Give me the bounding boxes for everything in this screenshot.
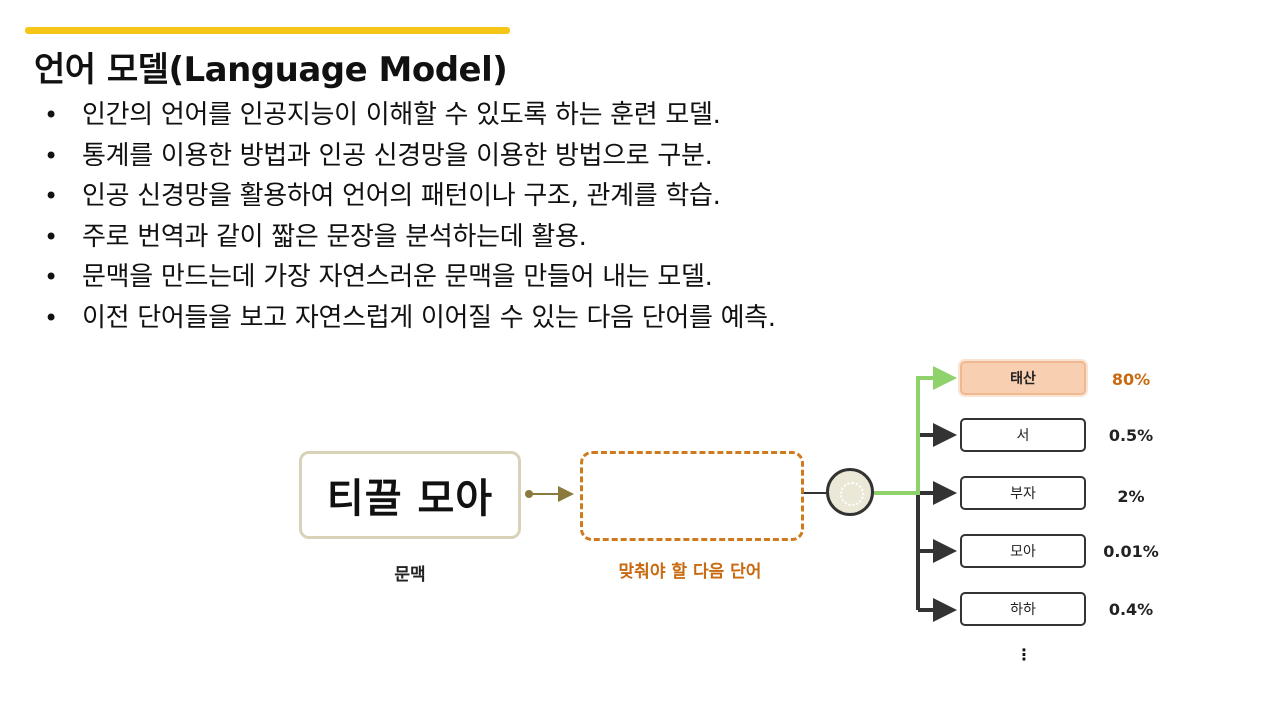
- page-title: 언어 모델(Language Model): [34, 50, 508, 90]
- context-text: 티끌 모아: [326, 476, 494, 522]
- candidate-word: 모아: [1010, 544, 1036, 560]
- bullet-item: • 통계를 이용한 방법과 인공 신경망을 이용한 방법으로 구분.: [40, 137, 776, 178]
- candidate-prob: 0.5%: [1108, 426, 1154, 445]
- bullet-icon: •: [44, 303, 58, 332]
- selected-arrow-path: [874, 366, 957, 495]
- bullet-icon: •: [44, 222, 58, 251]
- candidate-word: 태산: [1010, 371, 1036, 387]
- context-box: 티끌 모아: [299, 451, 521, 539]
- bullet-item: • 문맥을 만드는데 가장 자연스러운 문맥을 만들어 내는 모델.: [40, 258, 776, 299]
- candidate-prob: 0.4%: [1108, 600, 1154, 619]
- candidate-prob: 80%: [1111, 370, 1151, 389]
- bullet-text: 인간의 언어를 인공지능이 이해할 수 있도록 하는 훈련 모델.: [82, 100, 721, 130]
- candidate-box: 태산: [960, 361, 1086, 395]
- bullet-list: • 인간의 언어를 인공지능이 이해할 수 있도록 하는 훈련 모델. • 통계를 …: [40, 96, 776, 339]
- bullet-icon: •: [44, 182, 58, 210]
- bullet-text: 인공 신경망을 활용하여 언어의 패턴이나 구조, 관계를 학습.: [82, 181, 721, 211]
- bullet-text: 통계를 이용한 방법과 인공 신경망을 이용한 방법으로 구분.: [82, 140, 713, 171]
- bullet-icon: •: [44, 141, 58, 170]
- candidate-box: 부자: [960, 476, 1086, 510]
- bullet-text: 주로 번역과 같이 짧은 문장을 분석하는데 활용.: [82, 221, 587, 252]
- bullet-item: • 인공 신경망을 활용하여 언어의 패턴이나 구조, 관계를 학습.: [40, 177, 776, 218]
- bullet-item: • 주로 번역과 같이 짧은 문장을 분석하는데 활용.: [40, 218, 776, 259]
- title-accent-bar: [25, 27, 510, 34]
- target-word-box: [580, 451, 804, 541]
- bullet-icon: •: [44, 101, 58, 129]
- softmax-node-inner: [840, 482, 864, 506]
- target-word-label: 맞춰야 할 다음 단어: [618, 562, 762, 582]
- candidate-box: 하하: [960, 592, 1086, 626]
- candidate-box: 모아: [960, 534, 1086, 568]
- candidate-box: 서: [960, 418, 1086, 452]
- more-candidates-ellipsis: ⋮: [1016, 645, 1032, 664]
- candidate-word: 하하: [1010, 602, 1036, 618]
- bullet-item: • 이전 단어들을 보고 자연스럽게 이어질 수 있는 다음 단어를 예측.: [40, 299, 776, 340]
- candidate-word: 서: [1016, 428, 1030, 444]
- bullet-item: • 인간의 언어를 인공지능이 이해할 수 있도록 하는 훈련 모델.: [40, 96, 776, 137]
- candidate-prob: 2%: [1117, 487, 1145, 506]
- candidate-word: 부자: [1010, 486, 1036, 502]
- bullet-text: 이전 단어들을 보고 자연스럽게 이어질 수 있는 다음 단어를 예측.: [82, 302, 776, 333]
- softmax-node-icon: [826, 468, 874, 516]
- bullet-icon: •: [44, 263, 58, 291]
- context-label: 문맥: [394, 565, 426, 585]
- bullet-text: 문맥을 만드는데 가장 자연스러운 문맥을 만들어 내는 모델.: [82, 262, 713, 292]
- candidate-prob: 0.01%: [1103, 542, 1159, 561]
